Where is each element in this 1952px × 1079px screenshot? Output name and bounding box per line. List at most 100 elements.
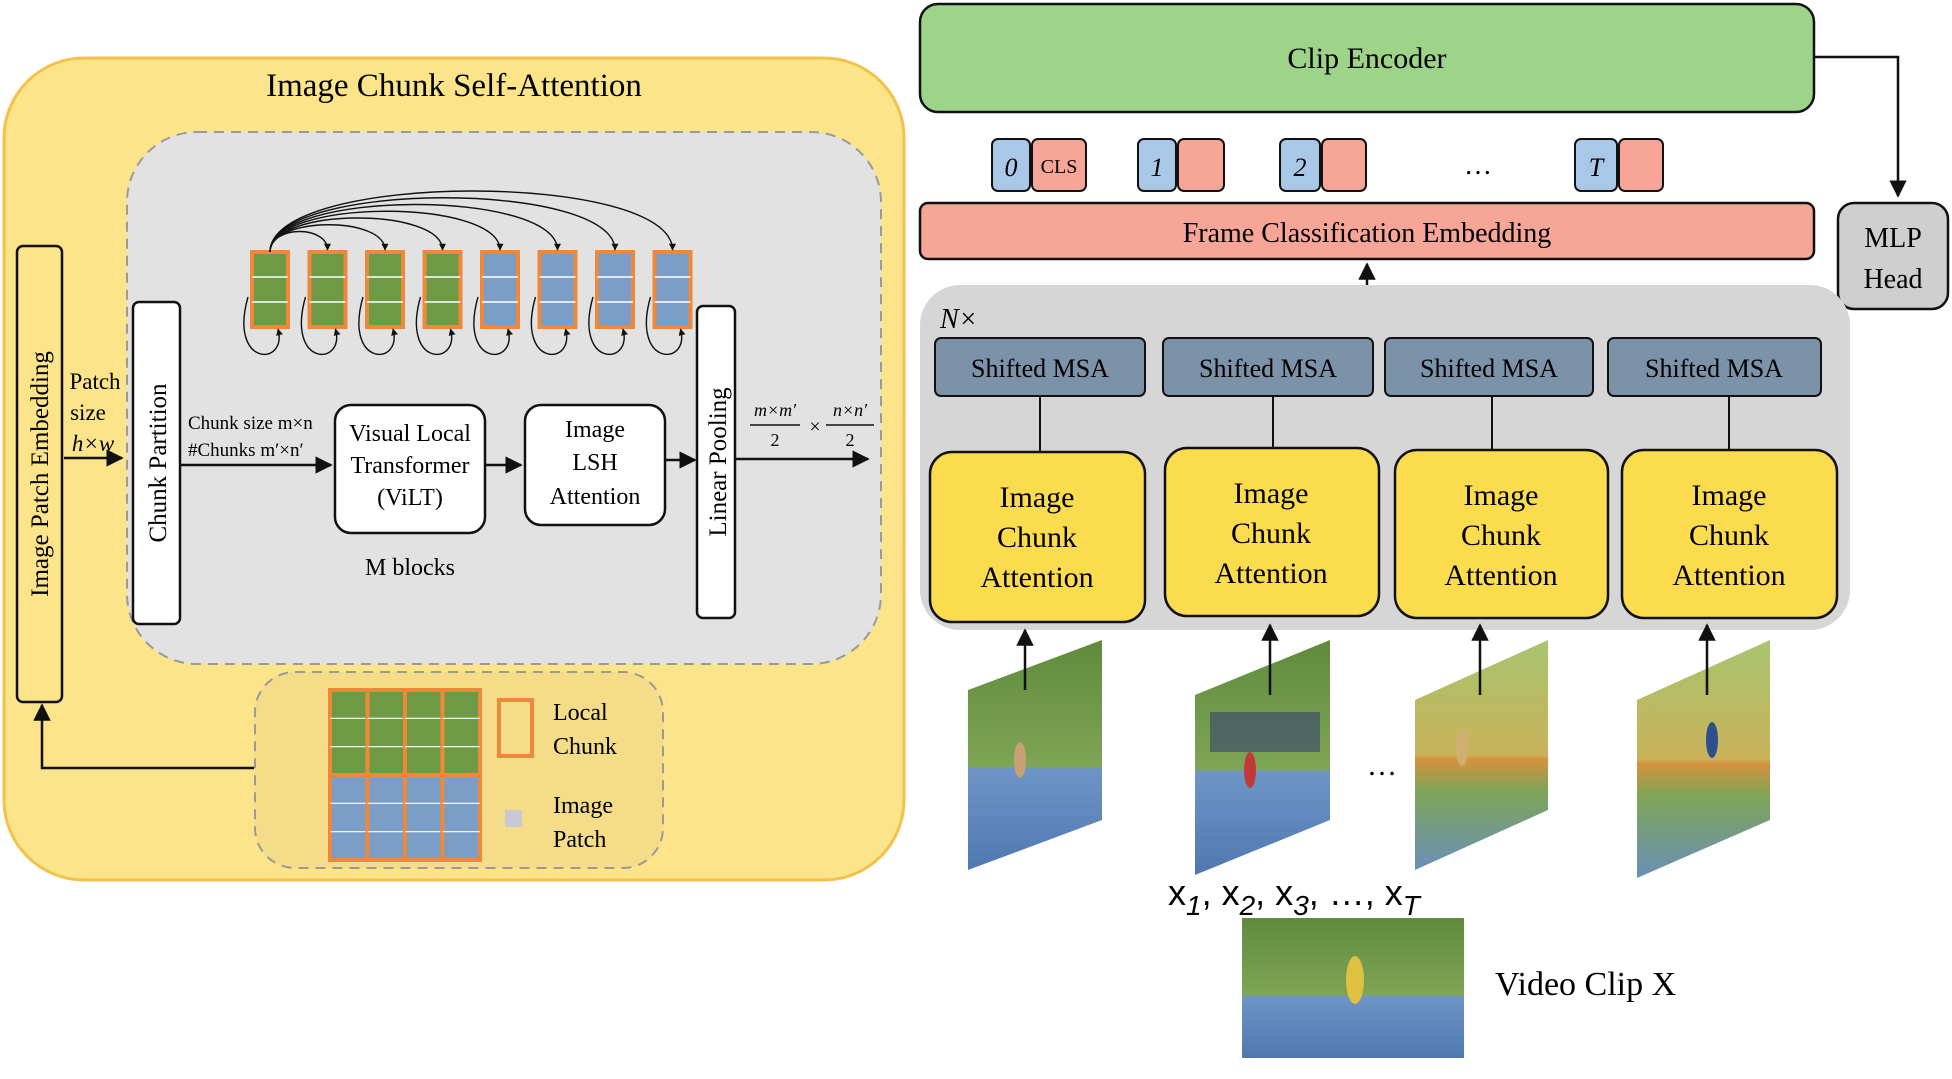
inner-gray-panel bbox=[126, 131, 882, 665]
attention-line2: Chunk bbox=[1689, 519, 1769, 552]
athlete-figure bbox=[1346, 956, 1364, 1004]
column-3: Shifted MSA Image Chunk Attention bbox=[1384, 337, 1610, 620]
linear-pooling-block bbox=[695, 304, 737, 620]
token-index-box bbox=[991, 138, 1031, 192]
token-cls-box bbox=[1177, 138, 1225, 192]
shifted-msa-label: Shifted MSA bbox=[1199, 354, 1337, 383]
chunk-partition-label: Chunk Partition bbox=[145, 383, 172, 543]
video-clip-label: Video Clip X bbox=[1495, 966, 1676, 1003]
output-times: × bbox=[809, 416, 820, 438]
patch-size-label: Patch bbox=[69, 369, 121, 394]
athlete-figure bbox=[1244, 752, 1256, 788]
token-index-label: 2 bbox=[1294, 153, 1307, 182]
token-cls-box bbox=[1031, 138, 1087, 192]
local-chunk bbox=[307, 250, 348, 329]
frame-thumbnail bbox=[968, 640, 1102, 870]
legend-image-patch-swatch bbox=[505, 810, 522, 827]
frame-2 bbox=[1195, 623, 1330, 875]
local-chunk bbox=[250, 250, 290, 329]
legend-image-patch-line2: Patch bbox=[553, 827, 606, 853]
vilt-line-1: Visual Local bbox=[349, 421, 471, 447]
attention-line1: Image bbox=[1692, 479, 1767, 512]
chunk-size-label: Chunk size m×n bbox=[188, 413, 313, 434]
attention-line3: Attention bbox=[1214, 557, 1327, 590]
chunk-partition-block bbox=[131, 300, 182, 626]
frame-3 bbox=[1415, 623, 1548, 870]
local-chunk bbox=[422, 250, 463, 329]
local-attention-loop bbox=[645, 296, 686, 356]
output-frac1-num: m×m′ bbox=[754, 400, 797, 420]
local-chunk bbox=[595, 250, 635, 329]
attention-arc bbox=[269, 197, 619, 253]
local-attention-loop bbox=[530, 296, 571, 356]
local-attention-loop bbox=[473, 296, 513, 356]
token-0: 0 CLS bbox=[991, 138, 1087, 192]
frame-thumbnail bbox=[1195, 640, 1330, 875]
frame-thumbnail bbox=[1637, 640, 1770, 878]
legend-image-patch-line1: Image bbox=[553, 793, 613, 819]
local-attention-loop bbox=[300, 296, 341, 356]
clip-encoder-block bbox=[918, 2, 1816, 114]
frame-classification-embedding bbox=[918, 201, 1816, 261]
grid-local-chunk bbox=[440, 773, 482, 862]
image-chunk-attention-block bbox=[1393, 448, 1610, 620]
shifted-msa-label: Shifted MSA bbox=[1420, 354, 1558, 383]
arrow-grid-to-embedding bbox=[33, 703, 254, 770]
token-index-box bbox=[1574, 138, 1618, 192]
local-chunk-sequence bbox=[243, 190, 693, 356]
local-attention-loop bbox=[588, 296, 628, 356]
lsh-attention-block bbox=[523, 403, 667, 527]
frame-thumbnail bbox=[1415, 640, 1548, 870]
lsh-line-3: Attention bbox=[550, 484, 641, 510]
local-chunk bbox=[480, 250, 520, 329]
vilt-line-2: Transformer bbox=[350, 453, 469, 479]
image-patch-embedding-block bbox=[15, 244, 64, 704]
shifted-msa-block bbox=[1162, 337, 1374, 397]
attention-arc bbox=[269, 210, 504, 253]
shifted-msa-block bbox=[1384, 337, 1594, 397]
token-T: T bbox=[1574, 138, 1664, 192]
vilt-line-3: (ViLT) bbox=[377, 485, 443, 511]
column-4: Shifted MSA Image Chunk Attention bbox=[1607, 337, 1839, 620]
shifted-msa-block bbox=[1607, 337, 1822, 397]
local-attention-loop bbox=[243, 296, 283, 356]
image-chunk-attention-block bbox=[1163, 446, 1381, 618]
token-1: 1 bbox=[1137, 138, 1225, 192]
attention-arc bbox=[269, 217, 446, 253]
token-index-label: 0 bbox=[1005, 153, 1018, 182]
token-index-box bbox=[1137, 138, 1177, 192]
attention-arc bbox=[269, 190, 676, 253]
attention-line2: Chunk bbox=[1231, 517, 1311, 550]
local-attention-loop bbox=[415, 296, 456, 356]
athlete-figure bbox=[1706, 722, 1718, 758]
linear-pooling-label: Linear Pooling bbox=[705, 387, 732, 537]
attention-line2: Chunk bbox=[1461, 519, 1541, 552]
athlete-figure bbox=[1014, 742, 1026, 778]
token-cls-box bbox=[1321, 138, 1367, 192]
image-patch-embedding-label: Image Patch Embedding bbox=[27, 351, 54, 597]
frame-1 bbox=[968, 628, 1102, 870]
athlete-figure bbox=[1456, 730, 1468, 766]
repeat-label: N× bbox=[939, 304, 978, 335]
attention-line1: Image bbox=[1234, 477, 1309, 510]
panel-title: Image Chunk Self-Attention bbox=[266, 68, 642, 104]
local-chunk bbox=[537, 250, 578, 329]
frame-embedding-label: Frame Classification Embedding bbox=[1183, 218, 1552, 249]
local-attention-loop bbox=[358, 296, 398, 356]
image-chunk-attention-block bbox=[1620, 448, 1839, 620]
token-index-label: 1 bbox=[1151, 153, 1164, 182]
output-frac1-den: 2 bbox=[771, 430, 780, 450]
attention-line1: Image bbox=[1464, 479, 1539, 512]
mlp-head-block bbox=[1836, 201, 1950, 311]
token-2: 2 bbox=[1279, 138, 1367, 192]
mlp-head-line2: Head bbox=[1863, 264, 1922, 295]
local-chunk bbox=[365, 250, 405, 329]
attention-arc bbox=[269, 203, 561, 253]
frames-caption: x1, x2, x3, …, xT bbox=[1168, 872, 1422, 921]
token-index-label: T bbox=[1589, 153, 1605, 182]
lsh-line-2: LSH bbox=[572, 450, 617, 476]
vilt-block bbox=[333, 403, 487, 535]
image-chunk-attention-block bbox=[928, 450, 1147, 624]
legend-local-chunk-swatch bbox=[497, 698, 534, 758]
